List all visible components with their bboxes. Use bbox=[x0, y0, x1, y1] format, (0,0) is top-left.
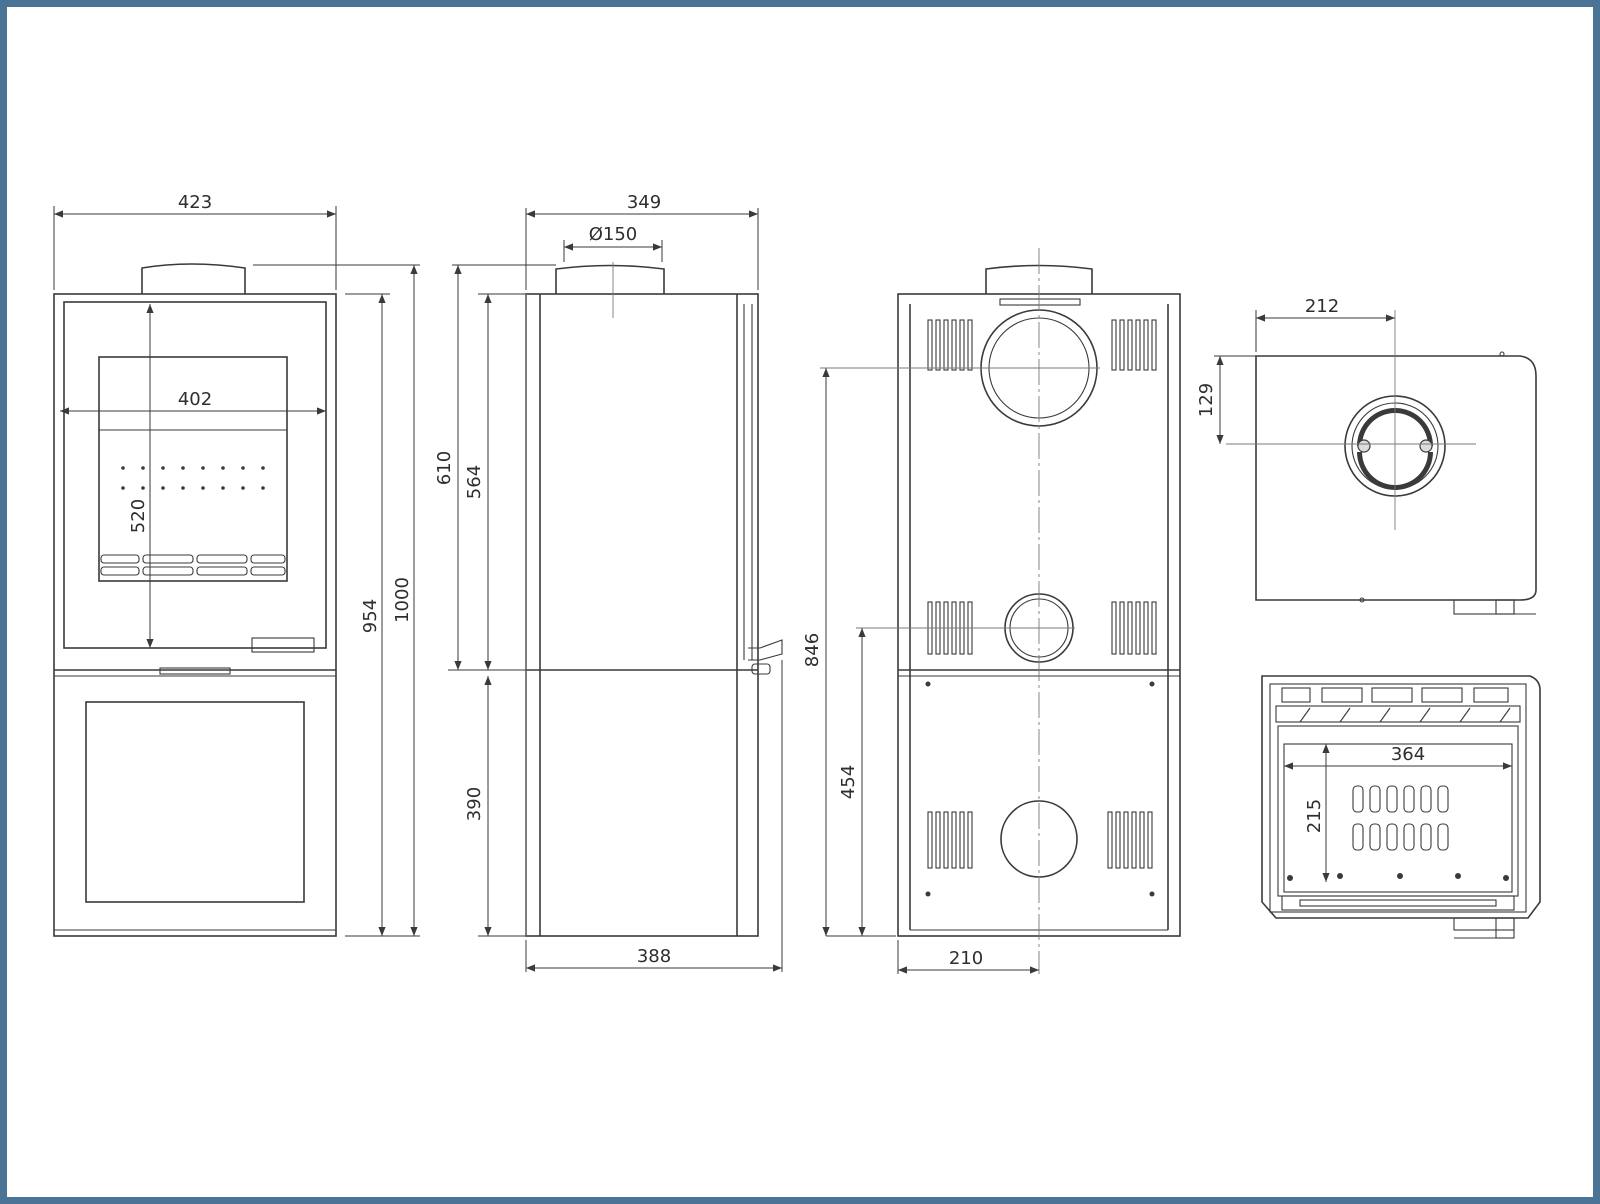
front-view bbox=[53, 263, 337, 937]
dim-label-height-846: 846 bbox=[802, 633, 823, 667]
dim-label-height-1000: 1000 bbox=[392, 577, 413, 623]
dim-label-flue-diameter: Ø150 bbox=[589, 224, 638, 245]
dim-label-flue-212: 212 bbox=[1305, 296, 1339, 317]
dim-label-offset-210: 210 bbox=[949, 948, 983, 969]
dim-label-inner-width-402: 402 bbox=[178, 389, 212, 410]
top-view bbox=[1226, 310, 1537, 615]
dim-label-depth-388: 388 bbox=[637, 946, 671, 967]
dim-label-height-564: 564 bbox=[464, 465, 485, 499]
dim-label-width-423: 423 bbox=[178, 192, 212, 213]
dim-label-height-610: 610 bbox=[434, 451, 455, 485]
rear-view bbox=[820, 248, 1181, 974]
dim-label-inner-width-364: 364 bbox=[1391, 744, 1425, 765]
dim-label-height-454: 454 bbox=[838, 765, 859, 799]
dim-label-height-390: 390 bbox=[464, 787, 485, 821]
dim-label-inner-depth-215: 215 bbox=[1304, 799, 1325, 833]
dim-label-inner-height-520: 520 bbox=[128, 499, 149, 533]
dim-label-flue-129: 129 bbox=[1196, 383, 1217, 417]
section-view bbox=[1261, 675, 1541, 939]
dim-label-height-954: 954 bbox=[360, 599, 381, 633]
dim-label-depth-349: 349 bbox=[627, 192, 661, 213]
side-view bbox=[525, 262, 783, 937]
